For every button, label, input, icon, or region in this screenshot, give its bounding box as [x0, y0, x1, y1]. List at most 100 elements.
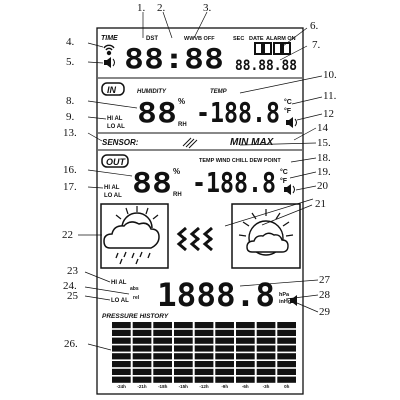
- callout-16: 16.: [63, 164, 77, 176]
- sensor-signal-icon: [182, 137, 198, 149]
- callout-18: 18.: [317, 152, 331, 164]
- outdoor-lo-al: LO AL: [104, 193, 122, 199]
- callout-23: 23: [67, 265, 79, 277]
- history-bar-segment: [215, 368, 234, 375]
- history-bar-segment: [153, 353, 172, 360]
- history-bar-segment: [174, 361, 193, 368]
- history-bar-segment: [153, 368, 172, 375]
- history-bar-segment: [112, 361, 131, 368]
- wwvb-off-label: WWVB OFF: [184, 36, 215, 42]
- min-max-label: MIN MAX: [230, 137, 275, 148]
- sec-label: SEC: [233, 36, 244, 42]
- indoor-deg-c: °C: [284, 98, 292, 106]
- history-bar-segment: [194, 368, 214, 375]
- callout-14: 14: [317, 122, 329, 134]
- history-bar-segment: [153, 361, 172, 368]
- history-tick-label: -15h: [179, 384, 189, 389]
- history-bar-segment: [215, 353, 234, 360]
- callout-19: 19.: [317, 166, 331, 178]
- history-bar-segment: [256, 376, 276, 383]
- history-bar-segment: [277, 329, 296, 336]
- history-bar-segment: [194, 361, 214, 368]
- history-bar-segment: [132, 322, 152, 329]
- pressure-hpa: hPa: [279, 292, 290, 298]
- history-bar-segment: [256, 329, 276, 336]
- history-bar-segment: [112, 337, 131, 344]
- history-bar-segment: [112, 376, 131, 383]
- history-bar-segment: [215, 337, 234, 344]
- callout-22: 22: [62, 229, 73, 241]
- history-bar-segment: [132, 329, 152, 336]
- history-bar-segment: [236, 361, 255, 368]
- history-bar-segment: [215, 376, 234, 383]
- history-tick-label: -21h: [137, 384, 147, 389]
- callout-7: 7.: [312, 39, 321, 51]
- clock-digits: 88:88: [124, 42, 224, 75]
- outdoor-rh: RH: [173, 192, 182, 198]
- pressure-history-label: PRESSURE HISTORY: [102, 313, 169, 320]
- indoor-rh: RH: [178, 122, 187, 128]
- callout-4: 4.: [66, 36, 75, 48]
- history-bar-segment: [194, 337, 214, 344]
- history-bar-segment: [112, 329, 131, 336]
- forecast-left-frame: [100, 203, 169, 269]
- date-label: DATE: [249, 36, 264, 42]
- callout-8: 8.: [66, 95, 75, 107]
- history-bar-segment: [236, 337, 255, 344]
- history-bar-segment: [256, 322, 276, 329]
- history-bar-segment: [194, 345, 214, 352]
- indoor-percent: %: [178, 97, 185, 106]
- history-bar-segment: [256, 337, 276, 344]
- callout-3: 3.: [203, 2, 212, 14]
- history-bar-segment: [215, 329, 234, 336]
- history-bar-segment: [153, 329, 172, 336]
- history-bar-segment: [174, 353, 193, 360]
- history-bar-segment: [277, 345, 296, 352]
- history-bar-segment: [256, 361, 276, 368]
- history-bar-segment: [194, 376, 214, 383]
- callout-27: 27: [319, 274, 331, 286]
- dst-label: DST: [146, 36, 158, 42]
- callout-17: 17.: [63, 181, 77, 193]
- callout-12: 12: [323, 108, 334, 120]
- callout-29: 29: [319, 306, 331, 318]
- callout-6: 6.: [310, 20, 319, 32]
- history-tick-label: 0h: [284, 384, 290, 389]
- pressure-rel: rel: [133, 295, 140, 301]
- history-bar-segment: [153, 345, 172, 352]
- history-bar-segment: [174, 337, 193, 344]
- trend-arrows-icon: [176, 226, 213, 252]
- callout-11: 11.: [323, 90, 337, 102]
- callout-28: 28: [319, 289, 331, 301]
- history-bar-segment: [236, 376, 255, 383]
- history-bar-segment: [277, 353, 296, 360]
- history-bar-segment: [132, 337, 152, 344]
- outdoor-alarm-speaker-icon: [284, 184, 295, 195]
- history-bar-segment: [194, 322, 214, 329]
- history-bar-segment: [215, 345, 234, 352]
- history-bar-segment: [256, 345, 276, 352]
- history-bar-segment: [112, 322, 131, 329]
- outdoor-temp-row-label: TEMP WIND CHILL DEW POINT: [199, 158, 281, 164]
- callout-leaders: [78, 11, 323, 351]
- callout-20: 20: [317, 180, 329, 192]
- history-bar-segment: [215, 361, 234, 368]
- outdoor-deg-c: °C: [280, 168, 288, 176]
- seconds-digits: [254, 42, 291, 55]
- history-tick-label: -3h: [263, 384, 270, 389]
- callout-5: 5.: [66, 56, 75, 68]
- history-bar-segment: [112, 353, 131, 360]
- outdoor-hi-al: HI AL: [104, 185, 120, 191]
- history-bar-segment: [215, 322, 234, 329]
- in-badge: [101, 82, 125, 96]
- indoor-deg-f: °F: [284, 107, 292, 115]
- indoor-humidity-digits: 88: [137, 96, 177, 129]
- indoor-alarm-speaker-icon: [286, 117, 297, 128]
- history-bar-segment: [236, 353, 255, 360]
- history-bar-segment: [277, 361, 296, 368]
- display-border: [96, 27, 304, 395]
- history-bar-segment: [194, 353, 214, 360]
- callout-9: 9.: [66, 111, 75, 123]
- in-label: IN: [107, 85, 117, 95]
